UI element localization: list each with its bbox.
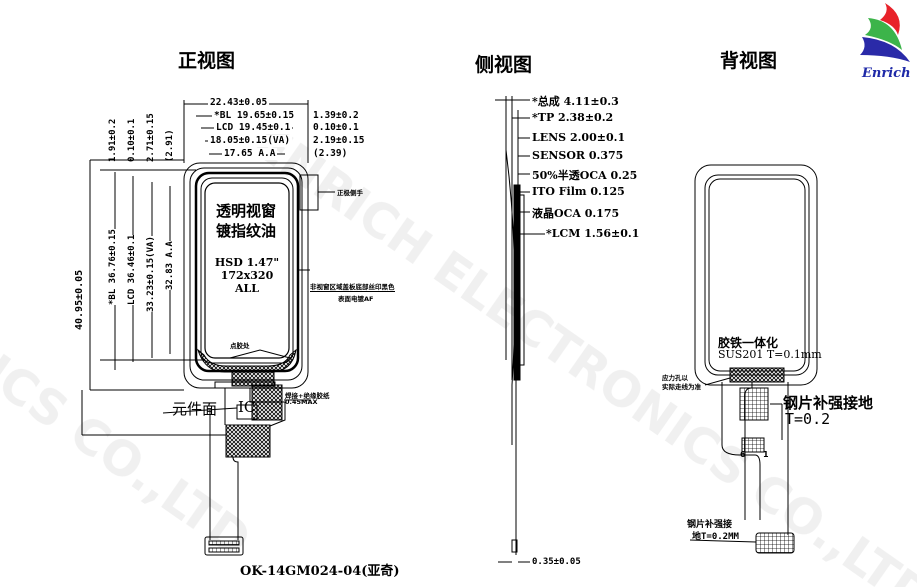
enrich-logo-text: Enrich (862, 66, 911, 81)
hole-note-1: 应力孔以 (662, 374, 688, 382)
layer-sensor: SENSOR 0.375 (532, 149, 624, 162)
note-nonview-1: 非视窗区域盖板底部丝印黑色 (310, 283, 395, 292)
note-stiffener-1: 焊接+绝缘胶纸 (285, 392, 330, 400)
dim-left-top-1: 1.91±0.2 (108, 118, 118, 162)
pin-last: 1 (763, 450, 769, 459)
bottom-stiffener-1: 钢片补强接 (687, 520, 733, 530)
layer-oca-50: 50%半透OCA 0.25 (532, 169, 638, 182)
dim-bl-width: *BL 19.65±0.15 (212, 110, 297, 122)
window-text-2: 镀指纹油 (216, 222, 277, 240)
note-tab: 正极侧手 (337, 189, 363, 197)
dim-total-width: 22.43±0.05 (208, 97, 270, 109)
dim-aa-width: 17.65 A.A (222, 148, 278, 160)
fpc-thickness: 0.35±0.05 (532, 557, 581, 567)
front-view-drawing (81, 100, 335, 556)
layer-ito-film: ITO Film 0.125 (532, 185, 625, 198)
dim-right-4: (2.39) (313, 148, 348, 159)
layer-lens: LENS 2.00±0.1 (532, 131, 626, 144)
dim-left-top-3: 2.71±0.15 (146, 113, 156, 162)
layer-lc-oca: 液晶OCA 0.175 (532, 207, 620, 220)
side-view-drawing (495, 96, 545, 563)
dim-total-height: 40.95±0.05 (74, 269, 85, 330)
note-nonview-2: 表面电镀AF (338, 295, 374, 303)
dim-right-2: 0.10±0.1 (313, 122, 359, 133)
back-frame-text-1: 胶铁一体化 (718, 336, 779, 350)
pin-first: 6 (740, 450, 746, 459)
layer-tp: *TP 2.38±0.2 (532, 111, 614, 124)
display-model: HSD 1.47" (214, 256, 280, 269)
layer-lcm: *LCM 1.56±0.1 (546, 227, 640, 240)
dim-left-top-2: 0.10±0.1 (127, 118, 137, 162)
dim-right-3: 2.19±0.15 (313, 135, 365, 146)
ic-label: IC (238, 398, 256, 416)
dim-left-top-4: (2.91) (165, 129, 175, 162)
window-text-1: 透明视窗 (216, 202, 277, 220)
layer-total: *总成 4.11±0.3 (532, 95, 619, 108)
stiffener-label-1: 钢片补强接地 (783, 394, 874, 412)
connector-model: OK-14GM024-04(亚奇) (240, 564, 400, 579)
back-view-title: 背视图 (720, 50, 778, 72)
enrich-logo-mark (860, 3, 910, 62)
dim-aa-height: 32.83 A.A (165, 241, 175, 290)
note-dispense-glue: 点胶处 (230, 342, 250, 350)
hole-note-2: 实际走线为准 (662, 383, 701, 391)
side-view-title: 侧视图 (475, 54, 533, 76)
note-stiffener-2: 0.45MAX (285, 398, 318, 406)
dim-va-width: 18.05±0.15(VA) (208, 135, 293, 147)
back-view-drawing (689, 164, 818, 554)
dim-right-1: 1.39±0.2 (313, 110, 359, 121)
front-view-title: 正视图 (178, 50, 236, 72)
dim-lcd-height: LCD 36.46±0.1 (127, 234, 137, 305)
component-side-label: 元件面 (172, 400, 218, 418)
dim-lcd-width: LCD 19.45±0.1 (214, 122, 293, 134)
stiffener-label-2: T=0.2 (785, 410, 831, 428)
dim-bl-height: *BL 36.76±0.15 (108, 229, 118, 305)
bottom-stiffener-2: 地T=0.2MM (692, 532, 739, 542)
svg-text:ICS CO.,LTD: ICS CO.,LTD (0, 344, 261, 569)
display-viewing-angle: ALL (234, 282, 259, 295)
back-frame-text-2: SUS201 T=0.1mm (718, 348, 822, 361)
dim-va-height: 33.23±0.15(VA) (146, 236, 156, 312)
display-resolution: 172x320 (220, 269, 274, 282)
